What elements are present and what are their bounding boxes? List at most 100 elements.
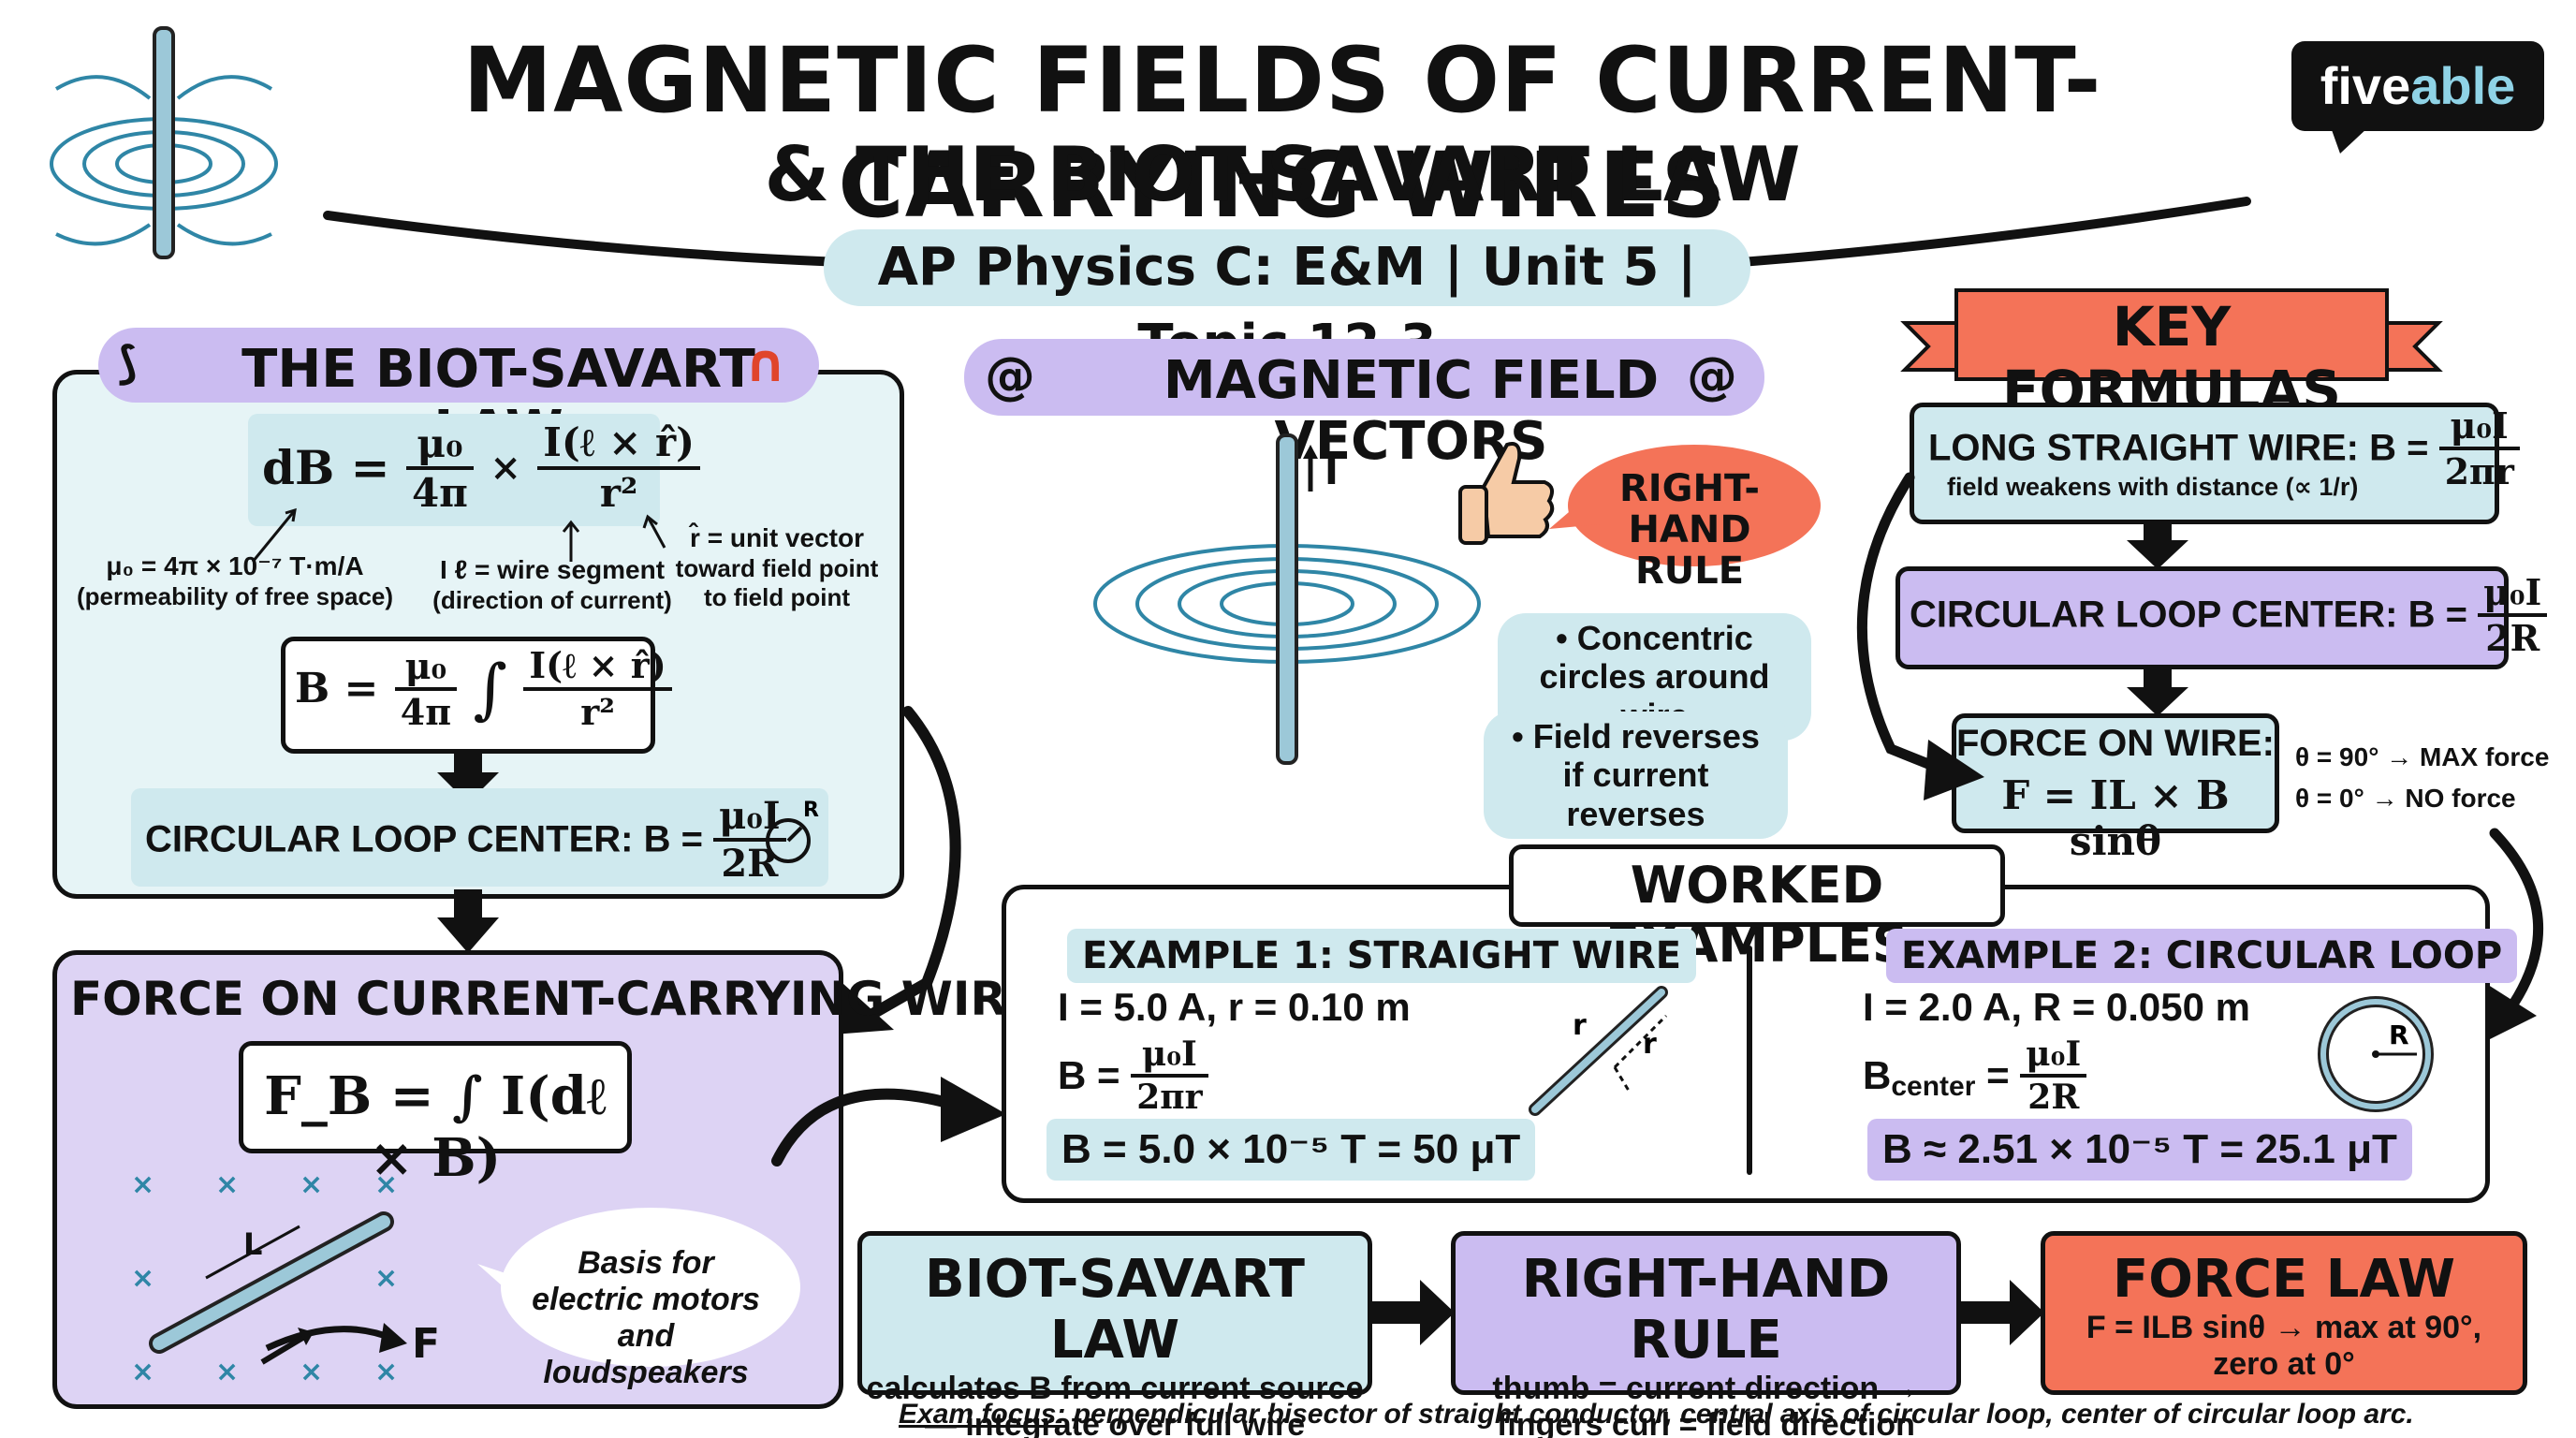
straight-wire-den: 2πr xyxy=(2444,450,2514,492)
ex1-b-lhs: B = xyxy=(1058,1053,1120,1097)
exam-focus-label: Exam focus: xyxy=(899,1399,1066,1430)
flow-force-title: FORCE LAW xyxy=(2112,1249,2456,1310)
kf-loop-num: μ₀I xyxy=(2478,571,2548,617)
l-note: I ℓ = wire segment (direction of current… xyxy=(412,554,693,615)
kf-force-box xyxy=(1952,713,2279,833)
force-formula-box xyxy=(239,1041,632,1153)
flow-biot-savart-line2: — integrate over full wire xyxy=(924,1407,1306,1438)
times-sign: × xyxy=(490,446,521,490)
ex2-den: 2R xyxy=(2027,1078,2080,1117)
key-formulas-banner-shape xyxy=(1900,288,2443,381)
ex2-loop-diagram: R xyxy=(2318,996,2434,1112)
kf-loop-label: CIRCULAR LOOP CENTER: B = xyxy=(1910,594,2467,636)
svg-text:×: × xyxy=(374,1356,398,1388)
angle-note-1: θ = 90° → MAX force xyxy=(2295,742,2550,771)
rhr-label: RIGHT-HAND RULE xyxy=(1619,467,1760,593)
worked-examples-heading-box xyxy=(1509,844,2005,927)
field-into-page-crosses: ×××× ×× ×××× xyxy=(131,1168,398,1388)
loop-radius-r: R xyxy=(803,799,819,822)
rhat-note-line2: toward field point xyxy=(675,553,879,582)
svg-text:×: × xyxy=(300,1356,323,1388)
worked-divider xyxy=(1747,946,1752,1175)
mu0-note-line1: μ₀ = 4π × 10⁻⁷ T·m/A xyxy=(106,551,364,580)
rhat-note-line3: to field point xyxy=(704,582,850,611)
annotation-arrows xyxy=(251,507,666,563)
dB-lhs: dB = xyxy=(262,440,390,495)
rhat-note-line1: r̂ = unit vector xyxy=(690,523,864,552)
force-heading: FORCE ON CURRENT-CARRYING WIRES xyxy=(70,972,1073,1026)
bs-to-force-curve xyxy=(833,706,961,1034)
mu0-note: μ₀ = 4π × 10⁻⁷ T·m/A (permeability of fr… xyxy=(62,550,408,611)
flow-rhr-title: RIGHT-HAND RULE xyxy=(1521,1249,1891,1371)
kf-down-arrow-1 xyxy=(2127,520,2188,569)
force-to-worked-arrow xyxy=(771,1077,1006,1167)
wire-field-icon xyxy=(50,26,278,259)
mu0-text: μ₀ xyxy=(405,420,474,470)
svg-text:×: × xyxy=(215,1356,239,1388)
ex2-result: B ≈ 2.51 × 10⁻⁵ T = 25.1 μT xyxy=(1867,1119,2412,1181)
subtitle: AP Physics C: E&M | Unit 5 | Topic 12.3 xyxy=(824,229,1750,374)
mu0-note-line2: (permeability of free space) xyxy=(76,581,394,610)
ex1-num: μ₀I xyxy=(1131,1034,1208,1078)
ex2-num: μ₀I xyxy=(2020,1034,2087,1078)
ex1-r-label-2: r xyxy=(1643,1028,1657,1061)
ex2-R-label: R xyxy=(2389,1020,2409,1050)
straight-wire-box xyxy=(1910,403,2499,524)
ex2-eq: = xyxy=(1986,1053,2010,1097)
fiveable-logo[interactable]: fiveable xyxy=(2291,41,2544,131)
ex1-title: EXAMPLE 1: STRAIGHT WIRE xyxy=(1067,929,1697,983)
svg-text:×: × xyxy=(300,1168,323,1201)
rhat-note: r̂ = unit vector toward field point to f… xyxy=(665,522,889,612)
logo-tail xyxy=(2331,127,2368,154)
l-note-line2: (direction of current) xyxy=(432,585,672,614)
integral-r2-text: r² xyxy=(580,691,615,733)
force-diagram: ×××× ×× ×××× L F xyxy=(131,1168,440,1388)
ex2-b-lhs: B xyxy=(1863,1053,1892,1097)
bs-loop-label: CIRCULAR LOOP CENTER: B = xyxy=(145,818,703,860)
exam-focus-text: perpendicular bisector of straight condu… xyxy=(1065,1399,2414,1430)
title-line-2: & THE BIOT-SAVART LAW xyxy=(764,131,1801,218)
integral-lhs: B = xyxy=(295,665,379,712)
integral-cross-over-r2: I(ℓ × r̂)r² xyxy=(523,644,672,733)
kf-force-label: FORCE ON WIRE: xyxy=(1956,723,2275,764)
straight-to-force-curve xyxy=(1856,472,1984,800)
flow-right-hand-rule: RIGHT-HAND RULE thumb = current directio… xyxy=(1451,1231,1961,1438)
cross-over-r2: I(ℓ × r̂)r² xyxy=(537,419,700,516)
ex2-title: EXAMPLE 2: CIRCULAR LOOP xyxy=(1886,929,2518,983)
l-note-line1: I ℓ = wire segment xyxy=(439,555,666,584)
flow-rhr-line1: thumb = current direction → xyxy=(1492,1371,1920,1406)
wire-field-diagram: I xyxy=(1093,433,1481,765)
speech-bubble xyxy=(477,1208,800,1367)
title-line-1: MAGNETIC FIELDS OF CURRENT-CARRYING WIRE… xyxy=(462,28,2102,238)
ex1-den: 2πr xyxy=(1136,1078,1203,1117)
svg-text:×: × xyxy=(131,1262,154,1295)
flow-force-line1: F = ILB sinθ → max at 90°, xyxy=(2086,1310,2482,1345)
down-arrow-1 xyxy=(437,749,499,803)
spiral-icon-right: @ xyxy=(1687,346,1737,405)
ex1-given: I = 5.0 A, r = 0.10 m xyxy=(1058,985,1411,1029)
integral-four-pi-text: 4π xyxy=(400,690,452,733)
cross-product-text: I(ℓ × r̂) xyxy=(537,419,700,470)
ear-icon: ⟆ xyxy=(117,337,138,389)
svg-text:×: × xyxy=(374,1168,398,1201)
bs-loop-center-box xyxy=(131,788,828,887)
force-formula: F_B = ∫ I(dℓ × B) xyxy=(264,1065,607,1189)
ex1-result: B = 5.0 × 10⁻⁵ T = 50 μT xyxy=(1046,1119,1536,1181)
dB-formula-box xyxy=(248,414,660,526)
flow-biot-savart: BIOT-SAVART LAW calculates B from curren… xyxy=(857,1231,1372,1438)
flow-rhr-line2: fingers curl = field direction xyxy=(1497,1407,1915,1438)
flow-arrow-1 xyxy=(1368,1280,1455,1345)
integral-sign: ∫ xyxy=(473,650,507,727)
spiral-icon-left: @ xyxy=(985,346,1035,405)
